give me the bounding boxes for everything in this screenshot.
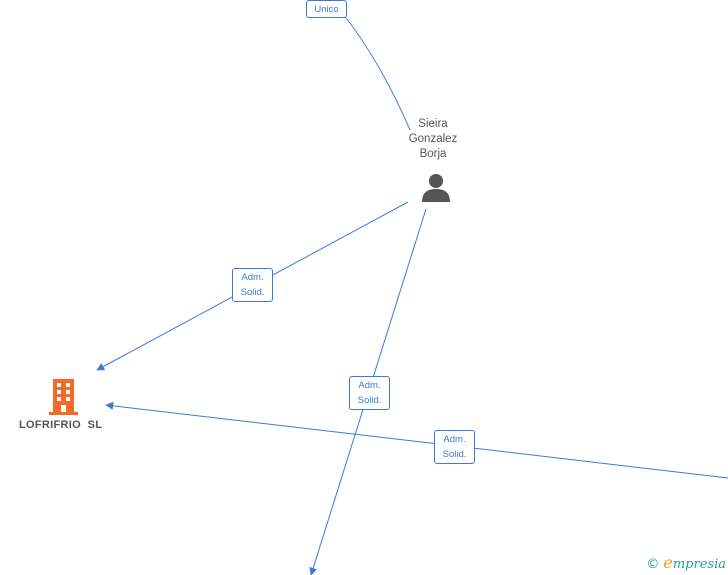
edge-label-text: Solid. [240,287,265,298]
edge-label-text: Unico [314,4,339,15]
edge-label-adm-1[interactable]: Adm. Solid. [232,268,273,302]
brand-initial: e [663,553,673,572]
edge-label-unico[interactable]: Unico [306,0,347,18]
edge-label-adm-2[interactable]: Adm. Solid. [349,376,390,410]
person-name-line: Sieira [418,118,448,130]
edge-unico [339,9,411,131]
company-node-label[interactable]: LOFRIFRIO SL [19,419,103,431]
copyright-symbol: © [646,557,660,572]
person-icon[interactable] [420,172,452,202]
person-name-line: Gonzalez [408,133,458,145]
building-icon[interactable] [49,379,78,415]
empresia-watermark: ©empresia [646,553,726,572]
brand-text: mpresia [672,557,726,572]
person-name-line: Borja [419,148,447,160]
edge-label-text: Solid. [357,395,382,406]
person-node-label[interactable]: Sieira Gonzalez Borja [398,117,468,162]
edge-label-adm-3[interactable]: Adm. Solid. [434,430,475,464]
edge-label-text: Solid. [442,449,467,460]
edge-label-text: Adm. [241,272,264,283]
edge-label-text: Adm. [358,380,381,391]
edge-adm-right-company [105,401,728,479]
edge-label-text: Adm. [443,434,466,445]
